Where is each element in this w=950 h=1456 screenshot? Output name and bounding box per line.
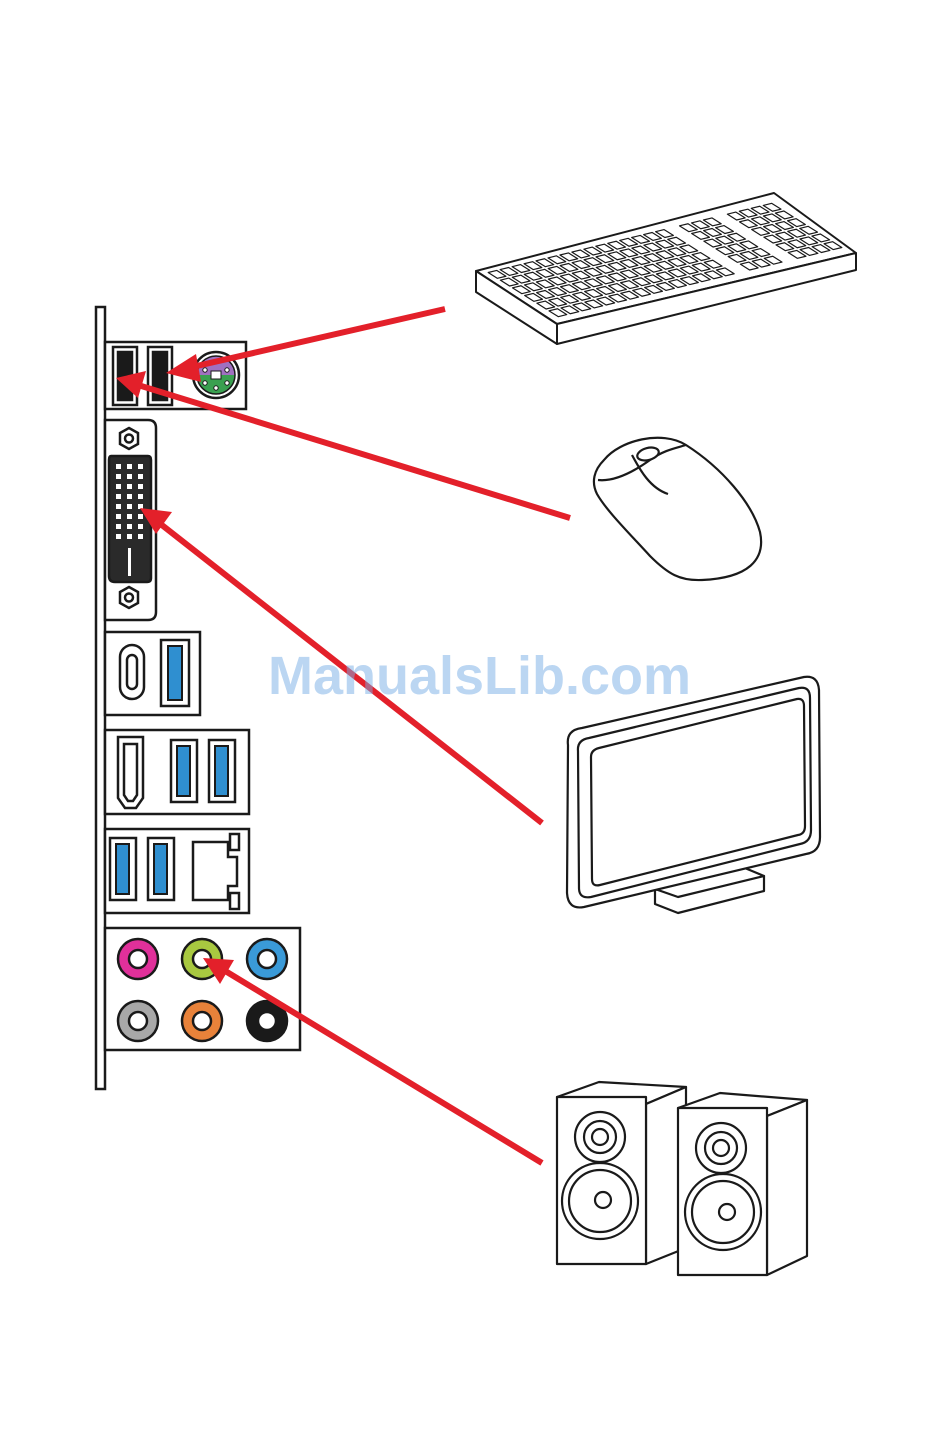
usbc-usb3-block — [105, 632, 200, 715]
usb-3-port[interactable] — [161, 640, 189, 706]
mouse-body — [594, 438, 761, 580]
dvi-pin — [116, 524, 121, 529]
dvi-pin — [127, 494, 132, 499]
usb-3-port-d[interactable] — [209, 740, 235, 802]
speaker-left — [557, 1082, 686, 1264]
dvi-pin — [116, 494, 121, 499]
hdmi-usb3-block — [105, 730, 249, 814]
io-shield-edge — [96, 307, 105, 1089]
usb-3-port-f[interactable] — [148, 838, 174, 900]
dvi-pin — [138, 514, 143, 519]
dvi-pin — [138, 534, 143, 539]
dvi-pin — [116, 484, 121, 489]
audio-jack-pink[interactable] — [118, 939, 158, 979]
dvi-pin — [116, 514, 121, 519]
dvi-bottom-screw — [120, 587, 138, 608]
hdmi-port[interactable] — [118, 737, 143, 808]
usb-3-port-e[interactable] — [110, 838, 136, 900]
speakers-icon — [557, 1082, 807, 1275]
dvi-pin — [127, 534, 132, 539]
audio-block — [105, 928, 300, 1050]
usb3-lan-block — [105, 829, 249, 913]
dvi-pin — [138, 484, 143, 489]
watermark-text: ManualsLib.com — [268, 644, 698, 708]
keyboard-icon — [476, 193, 856, 344]
dvi-pin — [127, 474, 132, 479]
mouse-icon — [594, 438, 761, 580]
audio-jack-gray[interactable] — [118, 1001, 158, 1041]
usb-3-port-c[interactable] — [171, 740, 197, 802]
usb-type-c-port[interactable] — [120, 645, 144, 699]
dvi-top-screw — [120, 428, 138, 449]
dvi-pin — [116, 464, 121, 469]
dvi-pin — [116, 504, 121, 509]
audio-jack-blue[interactable] — [247, 939, 287, 979]
arrow-speakers-to-lineout — [203, 958, 542, 1163]
monitor-icon — [567, 677, 820, 913]
dvi-pin — [127, 514, 132, 519]
dvi-pin — [138, 464, 143, 469]
dvi-port[interactable] — [109, 456, 151, 582]
dvi-pin — [138, 474, 143, 479]
dvi-pin — [116, 474, 121, 479]
audio-jack-orange[interactable] — [182, 1001, 222, 1041]
dvi-pin — [138, 494, 143, 499]
dvi-pin — [127, 464, 132, 469]
dvi-pin — [127, 504, 132, 509]
speaker-right — [678, 1093, 807, 1275]
dvi-pin — [116, 534, 121, 539]
dvi-pin — [127, 484, 132, 489]
dvi-pin — [138, 524, 143, 529]
dvi-pin — [127, 524, 132, 529]
lan-port[interactable] — [193, 834, 239, 909]
